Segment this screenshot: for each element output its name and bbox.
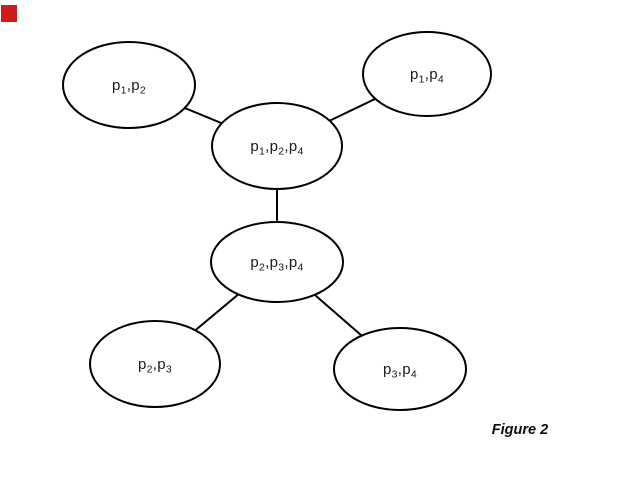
graph-node: [333, 327, 467, 411]
figure-caption: Figure 2: [491, 422, 549, 438]
graph-node-label: p1,p2,p4: [250, 138, 303, 158]
graph-node: [211, 102, 343, 190]
graph-node: [62, 41, 196, 129]
graph-node: [89, 320, 221, 408]
graph-node: [210, 221, 344, 303]
graph-node-label: p3,p4: [383, 361, 417, 381]
red-square-marker: [1, 5, 17, 22]
graph-node-label: p1,p2: [112, 77, 146, 97]
graph-node-label: p1,p4: [410, 66, 444, 86]
graph-node-label: p2,p3: [138, 356, 172, 376]
graph-node: [362, 31, 492, 117]
graph-node-label: p2,p3,p4: [250, 254, 303, 274]
